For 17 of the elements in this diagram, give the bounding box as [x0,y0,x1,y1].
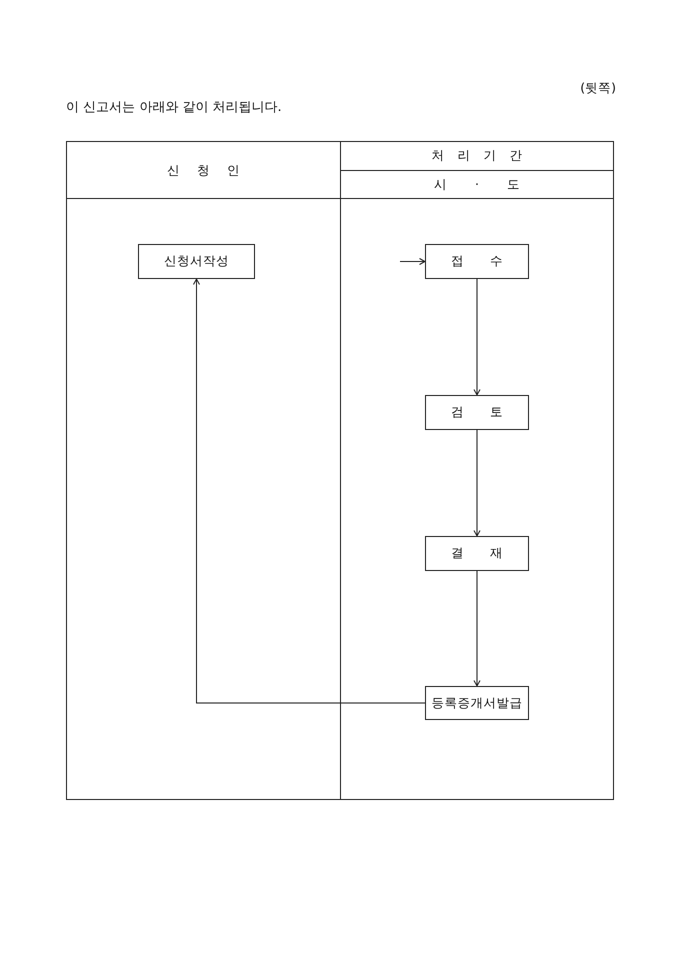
lane-heading: 처 리 기 간 [432,148,522,163]
swimlane [66,141,341,800]
arrow [474,278,480,396]
arrow [474,430,480,536]
arrow [193,278,426,704]
instruction-text: 이 신고서는 아래와 같이 처리됩니다. [66,100,282,116]
process-box: 접 수 [425,244,529,279]
process-box: 결 재 [425,536,529,571]
page-side-note: (뒷쪽) [580,80,616,95]
arrow [474,570,480,686]
swimlane [340,141,614,800]
arrow [400,258,426,265]
lane-heading: 시 · 도 [434,176,520,192]
process-box: 신청서작성 [138,244,255,279]
lane-heading: 신 청 인 [167,162,240,177]
process-box: 검 토 [425,395,529,430]
process-box: 등록증개서발급 [425,686,529,720]
